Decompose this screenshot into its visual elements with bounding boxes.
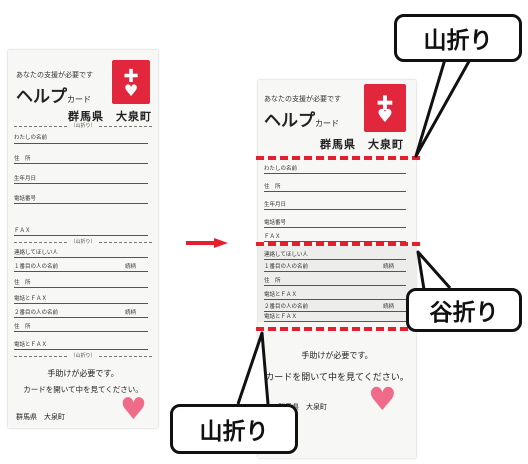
field-label: １番目の人の名前 <box>14 264 59 270</box>
card-footer-town: 群馬県 大泉町 <box>16 413 65 421</box>
field-label: ２番目の人の名前 <box>14 310 59 316</box>
section-mark: （山折り） <box>68 238 98 245</box>
relation-label: 続柄 <box>382 304 394 310</box>
field-row: 住 所 <box>264 274 406 286</box>
message-open-card: カードを開いて中を見てください。 <box>265 373 409 383</box>
card-prefecture: 群馬県 大泉町 <box>68 110 152 123</box>
heart-icon: ♥ <box>123 80 139 100</box>
field-row: 電話とＦＡＸ <box>264 312 406 322</box>
arrow-right-icon <box>186 238 228 248</box>
field-row: わたしの名前 <box>264 162 406 174</box>
card-footer-town: 群馬県 大泉町 <box>278 403 327 411</box>
field-row: 住 所 <box>264 176 406 192</box>
field-row: 生年月日 <box>14 166 148 184</box>
heart-logo-icon: ♥ <box>120 392 147 427</box>
field-row: ＦＡＸ <box>264 230 406 242</box>
field-row: 生年月日 <box>264 194 406 210</box>
field-row: ＦＡＸ <box>14 206 148 236</box>
help-card-folded: あなたの支援が必要です ヘルプカード ✚ ♥ 群馬県 大泉町 わたしの名前 住 … <box>258 80 416 458</box>
message-help-needed: 手助けが必要です。 <box>301 351 373 360</box>
callout-mountain-fold-bottom: 山折り <box>170 404 298 454</box>
field-row: 電話とＦＡＸ <box>14 290 148 304</box>
field-row: 連絡してほしい人 <box>14 246 148 258</box>
callout-valley-fold: 谷折り <box>406 288 522 332</box>
card-title-sub: カード <box>67 95 91 104</box>
heart-icon: ♥ <box>376 106 394 128</box>
valley-panel-shade <box>258 246 416 322</box>
section-mark: （山折り） <box>68 122 98 129</box>
field-row: 連絡してほしい人 <box>264 248 406 260</box>
section-divider-2: （山折り） <box>14 238 152 245</box>
relation-label: 続柄 <box>124 310 136 316</box>
card-lead-text: あなたの支援が必要です <box>264 95 341 103</box>
section-divider-1: （山折り） <box>14 122 152 129</box>
fold-line-top <box>256 156 420 160</box>
field-row: 電話番号 <box>264 212 406 228</box>
field-row: 電話とＦＡＸ <box>264 288 406 300</box>
field-row: 電話番号 <box>14 186 148 204</box>
section-mark: （山折り） <box>68 352 98 359</box>
help-mark-logo: ✚ ♥ <box>364 84 406 132</box>
heart-logo-icon: ♥ <box>368 380 397 418</box>
field-label: ２番目の人の名前 <box>264 304 309 310</box>
field-row: ２番目の人の名前 続柄 <box>14 306 148 318</box>
plus-icon: ✚ <box>376 90 394 115</box>
plus-icon: ✚ <box>123 66 139 88</box>
message-help-needed: 手助けが必要です。 <box>47 369 119 378</box>
card-title-sub: カード <box>315 119 339 128</box>
message-open-card: カードを開いて中を見てください。 <box>23 385 143 394</box>
card-title: ヘルプカード <box>264 106 339 131</box>
section-divider-3: （山折り） <box>14 352 152 359</box>
fold-line-bottom <box>256 327 420 331</box>
field-row: 電話とＦＡＸ <box>14 334 148 350</box>
field-label: １番目の人の名前 <box>264 264 309 270</box>
field-row: わたしの名前 <box>14 130 148 144</box>
field-row: 住 所 <box>14 320 148 332</box>
relation-label: 続柄 <box>382 264 394 270</box>
card-prefecture: 群馬県 大泉町 <box>320 138 404 151</box>
field-row: １番目の人の名前 続柄 <box>264 260 406 272</box>
card-title: ヘルプカード <box>16 82 91 107</box>
field-row: ２番目の人の名前 続柄 <box>264 300 406 312</box>
help-mark-logo: ✚ ♥ <box>112 60 150 104</box>
fold-line-middle <box>256 242 420 246</box>
help-card-flat: あなたの支援が必要です ヘルプカード ✚ ♥ 群馬県 大泉町 （山折り） わたし… <box>8 50 158 428</box>
card-title-main: ヘルプ <box>264 111 315 131</box>
relation-label: 続柄 <box>124 264 136 270</box>
card-lead-text: あなたの支援が必要です <box>16 71 93 79</box>
card-title-main: ヘルプ <box>16 87 67 107</box>
field-row: １番目の人の名前 続柄 <box>14 260 148 272</box>
field-row: 住 所 <box>14 146 148 164</box>
field-row: 住 所 <box>14 274 148 288</box>
callout-mountain-fold-top: 山折り <box>394 14 522 62</box>
